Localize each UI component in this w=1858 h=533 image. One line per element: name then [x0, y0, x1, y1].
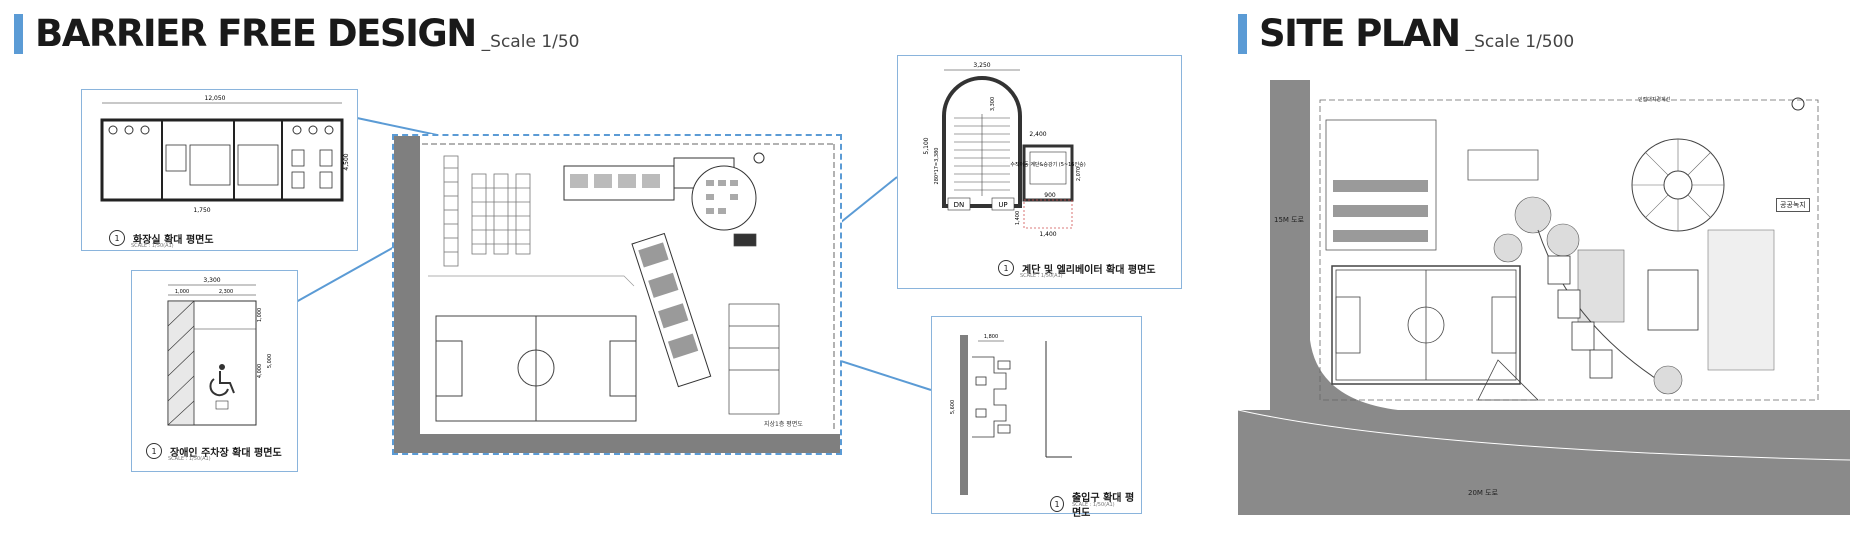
caption-title: 장애인 주차장 확대 평면도 — [170, 447, 282, 459]
caption-number: 1 — [109, 230, 125, 246]
ground-floor-plan: 지상1층 평면도 — [392, 134, 842, 455]
left-header: BARRIER FREE DESIGN _Scale 1/50 — [14, 14, 580, 54]
site-top-note: 인접대지경계선 — [1638, 97, 1671, 103]
dim-parking-v2: 4,000 — [257, 364, 263, 378]
floor-plan-drawing: 지상1층 평면도 — [394, 136, 840, 453]
restroom-detail-panel: 12,050 1,750 4,500 1 화장실 확대 평면도 SCALE : … — [81, 89, 358, 251]
dim-parking-a: 1,000 — [175, 289, 189, 295]
dim-restroom-top: 12,050 — [205, 95, 226, 102]
caption-number: 1 — [146, 443, 162, 459]
dim-ev2: 2,070 — [1076, 167, 1082, 181]
entrance-caption: 1 출입구 확대 평면도 SCALE : 1/50(A1) — [1050, 489, 1141, 519]
dim-stair-steps: 280*17=3,380 — [934, 148, 940, 185]
dim-parking-v1: 1,000 — [257, 308, 263, 322]
parking-caption: 1 장애인 주차장 확대 평면도 SCALE : 1/50(A1) — [146, 443, 282, 462]
stair-caption: 1 계단 및 엘리베이터 확대 평면도 SCALE : 1/50(A1) — [998, 260, 1156, 279]
site-plan-drawing — [1237, 80, 1851, 515]
accent-bar — [1238, 14, 1247, 54]
dim-ev3: 900 — [1044, 192, 1056, 199]
caption-scale: SCALE : 1/50(A1) — [1020, 273, 1063, 279]
center-plan-title: 지상1층 평면도 — [764, 420, 803, 428]
accent-bar — [14, 14, 23, 54]
caption-scale: SCALE : 1/50(A1) — [168, 456, 211, 462]
stair-drawing: DN UP 수직이동 계단&승강기 (5~16인승) 3,250 5,100 2… — [923, 62, 1086, 238]
caption-number: 1 — [998, 260, 1014, 276]
label-up: UP — [998, 201, 1007, 209]
dim-parking-total: 3,300 — [203, 277, 220, 284]
restroom-caption: 1 화장실 확대 평면도 SCALE : 1/50(A1) — [109, 230, 214, 249]
park-label: 공공녹지 — [1776, 198, 1810, 212]
parking-detail-panel: 3,300 1,000 2,300 1,000 4,000 5,000 1 장애… — [131, 270, 298, 472]
dim-restroom-bottom: 1,750 — [193, 207, 210, 214]
right-header: SITE PLAN _Scale 1/500 — [1238, 14, 1574, 54]
road-15m-label: 15M 도로 — [1274, 216, 1305, 224]
dim-ev4: 1,400 — [1015, 211, 1021, 225]
restroom-drawing: 12,050 1,750 4,500 — [100, 95, 350, 214]
site-plan-scale: _Scale 1/500 — [1465, 32, 1575, 52]
caption-title: 화장실 확대 평면도 — [133, 234, 214, 246]
label-dn: DN — [954, 201, 965, 209]
road-20m-label: 20M 도로 — [1468, 489, 1499, 497]
dim-parking-b: 2,300 — [219, 289, 233, 295]
page-title: BARRIER FREE DESIGN — [35, 12, 477, 55]
site-plan-title: SITE PLAN — [1259, 12, 1461, 55]
dim-ev5: 1,400 — [1039, 231, 1056, 238]
entrance-detail-panel: 1,800 5,600 1 출입구 확대 평면도 SCALE : 1/50(A1… — [931, 316, 1142, 519]
parking-drawing: 3,300 1,000 2,300 1,000 4,000 5,000 — [167, 277, 273, 426]
stair-detail-panel: DN UP 수직이동 계단&승강기 (5~16인승) 3,250 5,100 2… — [897, 55, 1182, 289]
dim-stair-left: 5,100 — [923, 137, 930, 154]
dim-stair-v2: 3,300 — [990, 97, 996, 111]
caption-scale: SCALE : 1/50(A1) — [131, 243, 174, 249]
page-scale: _Scale 1/50 — [481, 32, 580, 52]
caption-title: 계단 및 엘리베이터 확대 평면도 — [1022, 264, 1156, 276]
dim-entrance-left: 5,600 — [950, 400, 956, 414]
entrance-drawing: 1,800 5,600 — [950, 334, 1072, 495]
caption-number: 1 — [1050, 496, 1064, 512]
caption-scale: SCALE : 1/50(A1) — [1072, 502, 1115, 508]
dim-parking-v3: 5,000 — [267, 354, 273, 368]
dim-restroom-right: 4,500 — [343, 153, 350, 170]
dim-stair-top: 3,250 — [973, 62, 990, 69]
ev-label: 수직이동 계단&승강기 (5~16인승) — [1010, 161, 1085, 168]
dim-entrance-top: 1,800 — [984, 334, 998, 340]
site-plan: 15M 도로 20M 도로 공공녹지 인접대지경계선 — [1237, 80, 1851, 515]
caption-title: 출입구 확대 평면도 — [1071, 493, 1135, 519]
dim-ev: 2,400 — [1029, 131, 1046, 138]
